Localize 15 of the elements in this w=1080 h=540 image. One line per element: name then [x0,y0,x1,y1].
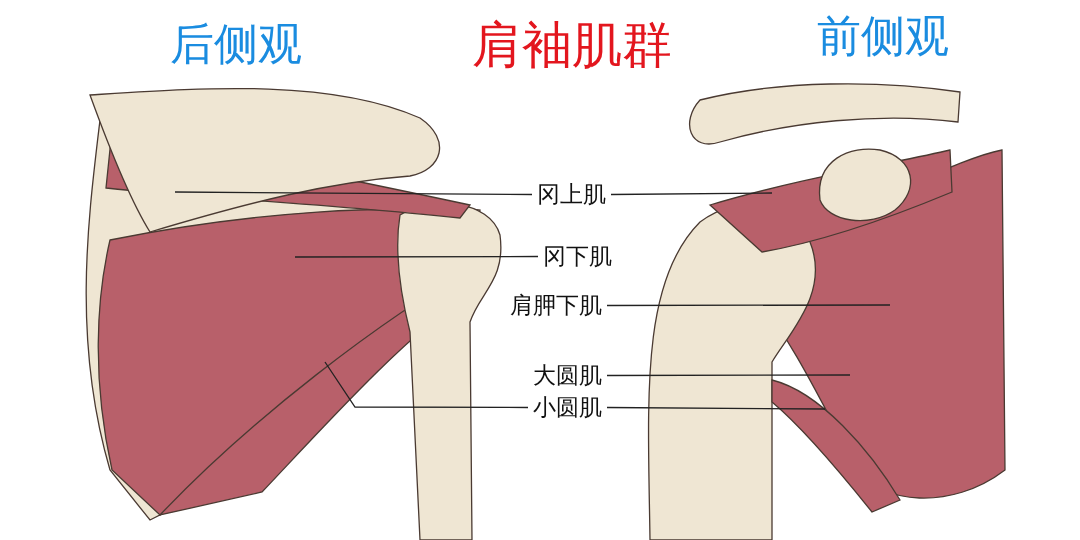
muscle-label: 冈下肌 [541,242,614,271]
muscle-label: 肩胛下肌 [508,291,604,320]
muscle-label: 小圆肌 [531,393,604,422]
muscle-label: 大圆肌 [531,361,604,390]
title: 肩袖肌群 [472,20,672,70]
leader-line [606,304,891,307]
muscle-label: 冈上肌 [535,180,608,209]
leader-line [606,374,851,377]
leader-line [324,361,529,409]
view-label: 后侧观 [170,22,302,66]
leader-line [294,255,539,258]
leader-line [610,192,773,196]
leader-line [606,406,826,410]
view-label: 前侧观 [817,14,949,58]
leader-line [174,191,533,196]
